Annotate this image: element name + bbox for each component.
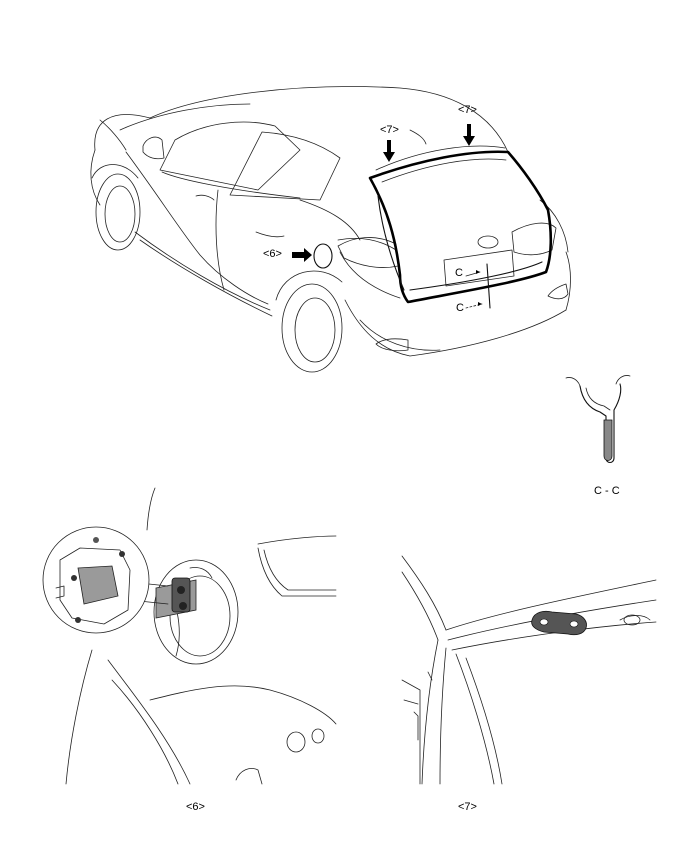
retainer-clip <box>531 610 587 636</box>
arrow-7-left <box>383 140 395 162</box>
callout-7-left-label: <7> <box>380 124 399 136</box>
fuel-lid-circle <box>313 243 333 269</box>
vehicle-rear-view <box>90 86 571 373</box>
section-c-c-detail <box>565 375 631 464</box>
detail-7-back-door-seal <box>401 555 657 785</box>
arrow-6 <box>292 248 312 262</box>
callout-6-label: <6> <box>263 248 282 260</box>
arrow-7-right <box>463 124 475 146</box>
section-c-c-caption: C - C <box>594 485 620 497</box>
detail-6-fuel-lid <box>42 487 337 785</box>
detail-7-caption: <7> <box>458 801 477 813</box>
callout-7-right-label: <7> <box>458 104 477 116</box>
detail-6-caption: <6> <box>186 801 205 813</box>
back-door-weatherstrip-outline <box>368 150 553 304</box>
section-c-upper-label: C <box>455 267 463 279</box>
section-c-lower-label: C <box>456 302 464 314</box>
section-line-c <box>486 263 491 309</box>
